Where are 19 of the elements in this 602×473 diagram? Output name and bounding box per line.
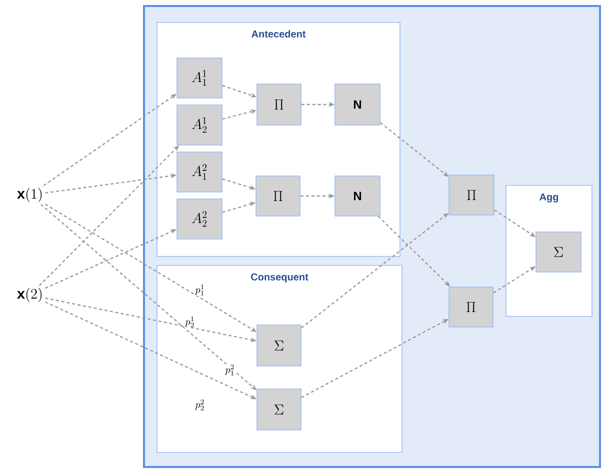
- edge-label: $p_2^2$: [194, 399, 206, 411]
- edge-label: $p_1^2$: [224, 364, 236, 376]
- operator-box: $\Sigma$: [536, 232, 582, 272]
- input-variable: $\mathbf{x}(2)$: [17, 288, 42, 302]
- operator-box: $\prod$: [256, 84, 302, 126]
- operator-box: $\prod$: [256, 176, 300, 216]
- operator-box: $A_1^1$: [176, 58, 222, 98]
- edge-label: $p_1^1$: [194, 284, 206, 296]
- normalization-box: N: [334, 84, 380, 126]
- operator-box: $A_1^2$: [176, 152, 222, 192]
- edge-label: $p_2^1$: [184, 316, 196, 328]
- operator-box: $\prod$: [448, 174, 494, 216]
- input-variable: $\mathbf{x}(1)$: [17, 188, 42, 202]
- operator-box: $A_2^2$: [176, 198, 222, 240]
- operator-box: $\prod$: [448, 286, 494, 328]
- operator-box: $\Sigma$: [256, 324, 302, 366]
- operator-box: $A_2^1$: [176, 104, 222, 146]
- normalization-box: N: [334, 176, 380, 216]
- operator-box: $\Sigma$: [256, 388, 302, 430]
